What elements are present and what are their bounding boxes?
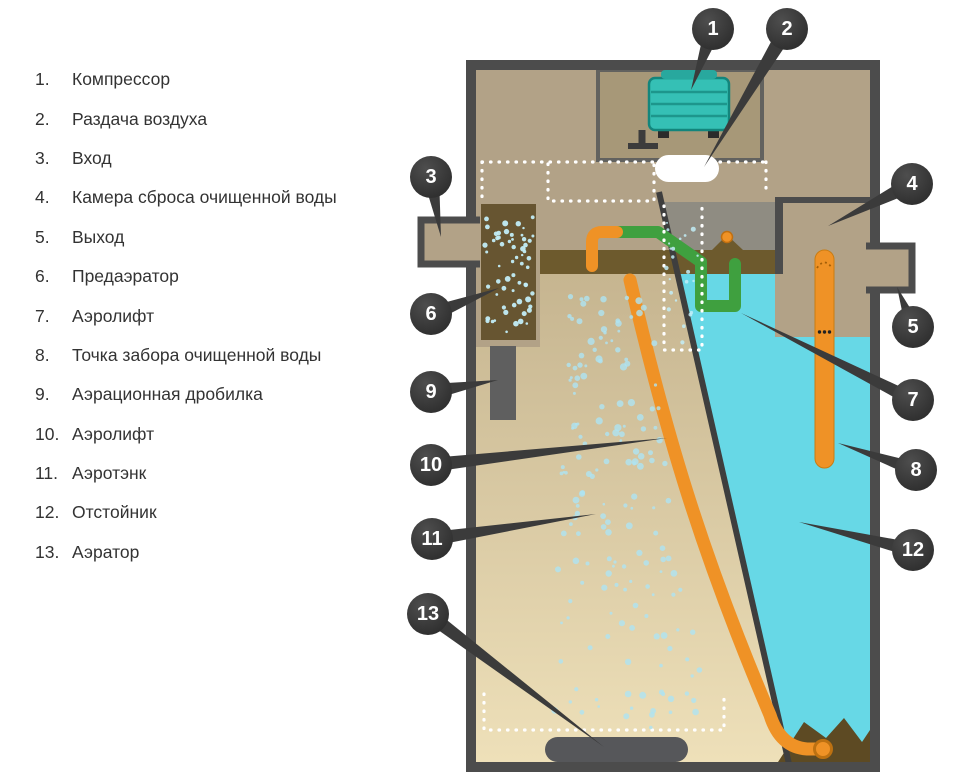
legend-item-2: 2. Раздача воздуха — [35, 99, 337, 138]
legend-number: 4. — [35, 187, 50, 208]
legend-label: Аэротэнк — [72, 463, 147, 484]
legend-number: 5. — [35, 226, 50, 247]
legend-number: 6. — [35, 266, 50, 287]
callout-10: 10 — [410, 444, 452, 486]
legend-number: 12. — [35, 502, 60, 523]
legend-label: Компрессор — [72, 69, 171, 90]
callout-1: 1 — [692, 8, 734, 50]
legend-label: Предаэратор — [72, 266, 179, 287]
legend-label: Отстойник — [72, 502, 157, 523]
callout-7: 7 — [892, 379, 934, 421]
outlet-pipe — [866, 242, 916, 294]
legend-number: 11. — [35, 463, 59, 484]
legend-item-9: 9. Аэрационная дробилка — [35, 375, 337, 414]
legend-item-10: 10. Аэролифт — [35, 415, 337, 454]
compressor — [628, 70, 731, 149]
legend-label: Аэрационная дробилка — [72, 384, 263, 405]
legend-number: 13. — [35, 541, 60, 562]
legend-item-8: 8. Точка забора очищенной воды — [35, 336, 337, 375]
aerator — [545, 737, 688, 762]
legend-item-3: 3. Вход — [35, 139, 337, 178]
legend-number: 1. — [35, 69, 50, 90]
callout-13: 13 — [407, 593, 449, 635]
callout-11: 11 — [411, 518, 453, 560]
legend-number: 8. — [35, 344, 50, 365]
air-distributor — [655, 155, 719, 182]
legend-label: Раздача воздуха — [72, 108, 208, 129]
bubbles — [482, 215, 703, 730]
legend-item-11: 11. Аэротэнк — [35, 454, 337, 493]
legend-label: Аэролифт — [72, 305, 155, 326]
callout-12: 12 — [892, 529, 934, 571]
callout-4: 4 — [891, 163, 933, 205]
legend-label: Аэратор — [72, 541, 140, 562]
pre-aerator — [481, 204, 536, 340]
divider-wall — [656, 191, 792, 765]
tank-frame — [466, 60, 880, 772]
aeration-tank-region — [476, 274, 788, 762]
legend-label: Выход — [72, 226, 125, 247]
legend-number: 9. — [35, 384, 50, 405]
air-elbow-pipe — [586, 226, 623, 272]
legend-item-12: 12. Отстойник — [35, 493, 337, 532]
legend-label: Вход — [72, 147, 112, 168]
legend-label: Камера сброса очищенной воды — [72, 187, 337, 208]
callout-9: 9 — [410, 371, 452, 413]
legend-number: 2. — [35, 108, 50, 129]
legend-item-6: 6. Предаэратор — [35, 257, 337, 296]
legend-label: Аэролифт — [72, 423, 155, 444]
upper-wedge — [663, 202, 775, 250]
legend-item-1: 1. Компрессор — [35, 60, 337, 99]
legend-item-13: 13. Аэратор — [35, 533, 337, 572]
legend-number: 3. — [35, 147, 50, 168]
aeration-crusher — [490, 346, 516, 420]
legend-item-5: 5. Выход — [35, 218, 337, 257]
callout-2: 2 — [766, 8, 808, 50]
legend-label: Точка забора очищенной воды — [72, 344, 322, 365]
legend-item-7: 7. Аэролифт — [35, 296, 337, 335]
callout-3: 3 — [410, 156, 452, 198]
legend-number: 10. — [35, 423, 60, 444]
chamber-wall — [775, 197, 783, 274]
air-distribution-lines — [480, 160, 768, 732]
chamber-top-wall — [783, 197, 870, 203]
legend: 1. Компрессор 2. Раздача воздуха 3. Вход 4.… — [35, 60, 337, 572]
inlet-pipe — [417, 216, 480, 268]
legend-item-4: 4. Камера сброса очищенной воды — [35, 178, 337, 217]
legend-number: 7. — [35, 305, 50, 326]
callout-8: 8 — [895, 449, 937, 491]
callout-5: 5 — [892, 306, 934, 348]
airlift-pipe-orange — [623, 273, 833, 759]
callout-6: 6 — [410, 293, 452, 335]
